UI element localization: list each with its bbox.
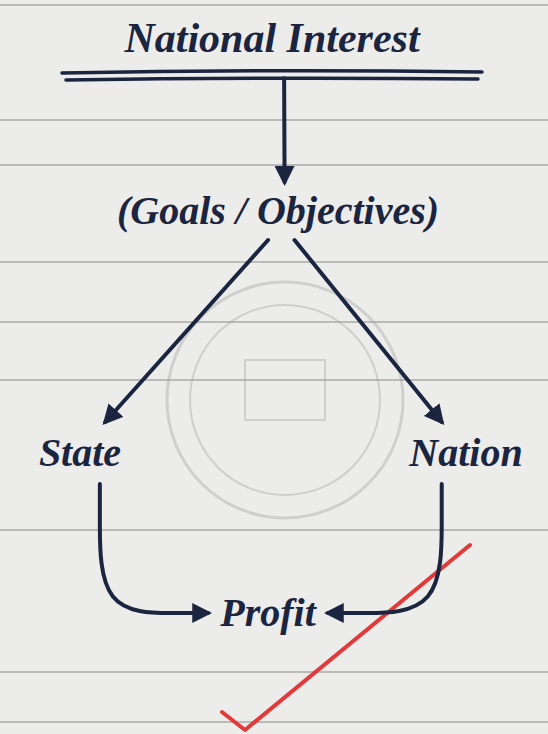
title-underline (62, 71, 482, 80)
arrow-connector (282, 78, 286, 182)
handwritten-label: Profit (220, 590, 316, 636)
handwritten-label: State (39, 430, 121, 476)
arrow-connector (328, 484, 442, 613)
arrow-connector (100, 484, 208, 613)
handwritten-label: (Goals / Objectives) (117, 188, 439, 234)
state-node: State (35, 428, 125, 478)
profit-node: Profit (216, 588, 320, 638)
check-mark (222, 545, 470, 730)
arrow-connector (105, 240, 268, 422)
watermark-seal (167, 282, 403, 518)
goals-node: (Goals / Objectives) (113, 186, 443, 236)
handwritten-label: National Interest (124, 14, 419, 62)
arrow-connector (294, 240, 441, 422)
ruled-lines (0, 5, 548, 722)
title-node: National Interest (120, 12, 423, 64)
handwritten-label: Nation (409, 430, 522, 476)
nation-node: Nation (405, 428, 526, 478)
